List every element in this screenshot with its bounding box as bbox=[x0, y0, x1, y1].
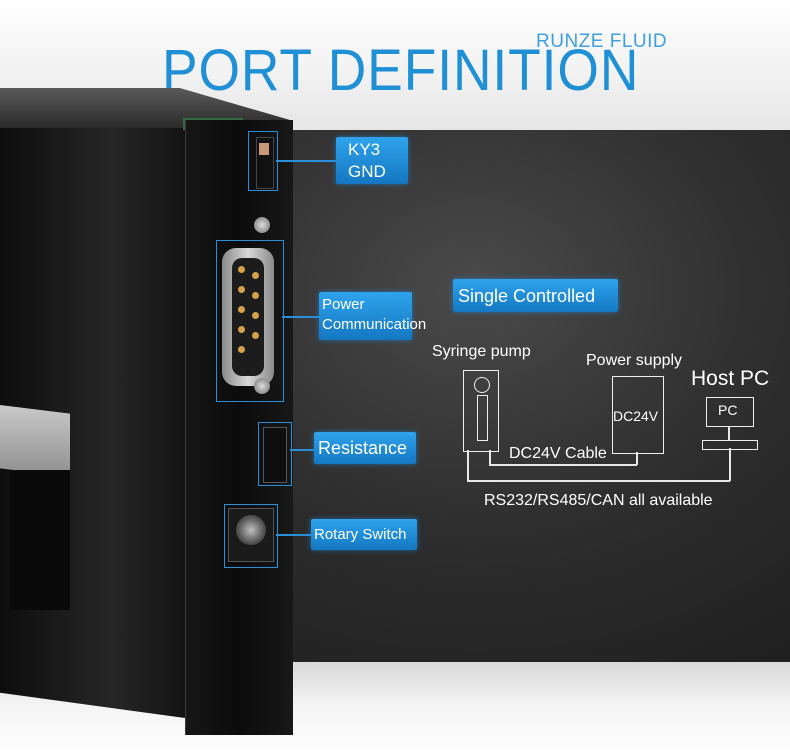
connector-pin bbox=[252, 312, 259, 319]
connector-pin bbox=[238, 266, 245, 273]
rotary-highlight bbox=[224, 504, 278, 568]
connector-pin bbox=[238, 306, 245, 313]
device-side bbox=[0, 88, 185, 718]
rotary-switch-tag: Rotary Switch bbox=[311, 519, 417, 550]
power-leader-line bbox=[282, 316, 320, 318]
connector-pin bbox=[238, 326, 245, 333]
syringe-pump-icon bbox=[463, 370, 499, 452]
resistance-highlight bbox=[258, 422, 292, 486]
ky3-leader-line bbox=[276, 160, 336, 162]
protocols-label: RS232/RS485/CAN all available bbox=[484, 492, 713, 509]
device-side-slot bbox=[10, 470, 70, 610]
power-supply-label: Power supply bbox=[586, 352, 683, 369]
pump-valve-icon bbox=[474, 377, 490, 393]
power-label: Power bbox=[322, 296, 365, 313]
screw-top bbox=[254, 217, 270, 233]
comm-cable-drop bbox=[467, 450, 469, 481]
connector-pin bbox=[238, 346, 245, 353]
power-communication-tag: Power Communication bbox=[319, 292, 426, 340]
rotary-switch-dial bbox=[236, 515, 266, 545]
syringe-pump-label: Syringe pump bbox=[432, 343, 531, 360]
gnd-label: GND bbox=[348, 162, 386, 181]
ky3-label: KY3 bbox=[348, 140, 381, 159]
pc-label: PC bbox=[718, 402, 738, 418]
connector-pin bbox=[252, 272, 259, 279]
dc-cable-label: DC24V Cable bbox=[509, 445, 607, 462]
dc-cable-line bbox=[489, 464, 637, 466]
rotary-leader-line bbox=[276, 534, 312, 536]
ky3-highlight bbox=[248, 131, 278, 191]
dc-cable-drop bbox=[489, 450, 491, 465]
resistance-label: Resistance bbox=[318, 438, 408, 458]
pc-stand bbox=[728, 426, 730, 440]
page-title: PORT DEFINITION bbox=[162, 38, 640, 103]
single-controlled-tag: Single Controlled bbox=[453, 279, 618, 312]
screw-bottom bbox=[254, 378, 270, 394]
communication-label: Communication bbox=[322, 316, 427, 333]
resistance-connector bbox=[263, 427, 287, 483]
comm-cable-rise bbox=[729, 448, 731, 481]
connector-pin bbox=[252, 332, 259, 339]
pc-monitor-icon bbox=[706, 397, 754, 427]
connector-pin bbox=[238, 286, 245, 293]
pump-barrel-icon bbox=[477, 395, 488, 441]
resistance-leader-line bbox=[290, 449, 315, 451]
connector-pin bbox=[252, 292, 259, 299]
power-supply-icon bbox=[612, 376, 664, 454]
ky3-pin bbox=[259, 143, 269, 155]
single-controlled-label: Single Controlled bbox=[458, 286, 596, 306]
rotary-switch-label: Rotary Switch bbox=[314, 526, 407, 543]
device-side-label bbox=[0, 405, 70, 477]
comm-cable-line bbox=[467, 480, 730, 482]
power-comm-highlight bbox=[216, 240, 284, 402]
brand-name: RUNZE FLUID bbox=[536, 31, 668, 52]
dc-cable-rise bbox=[636, 452, 638, 465]
ky3-gnd-tag: KY3 GND bbox=[336, 137, 408, 184]
resistance-tag: Resistance bbox=[314, 432, 416, 464]
psu-voltage-label: DC24V bbox=[613, 408, 659, 424]
host-pc-label: Host PC bbox=[691, 367, 770, 390]
